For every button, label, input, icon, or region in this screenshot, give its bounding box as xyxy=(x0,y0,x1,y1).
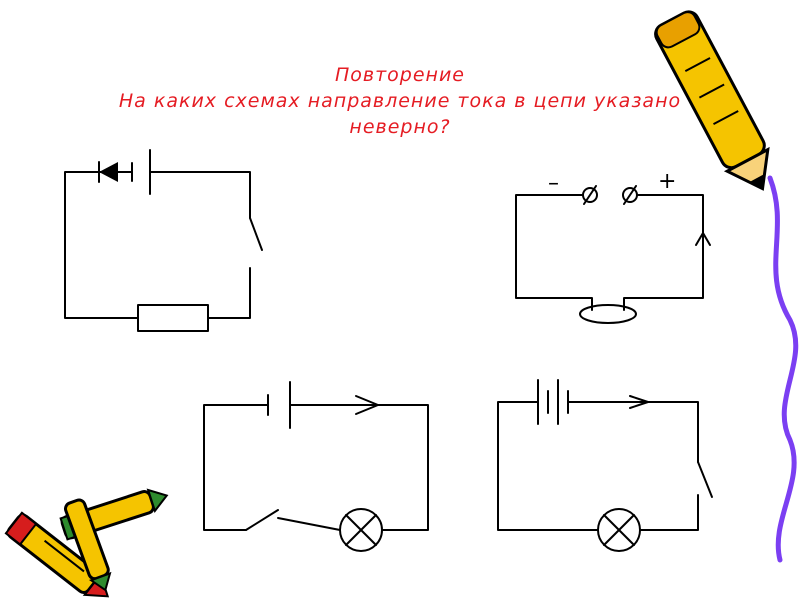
wire xyxy=(515,194,593,311)
wire xyxy=(576,401,699,463)
question-line-1: На каких схемах направление тока в цепи … xyxy=(118,90,682,112)
wire xyxy=(207,267,251,319)
circuit-terminals-coil: – + xyxy=(515,169,711,324)
terminal-minus-label: – xyxy=(548,171,559,196)
wire xyxy=(203,404,269,531)
coil xyxy=(579,304,637,324)
terminal-plus-label: + xyxy=(658,169,676,194)
wire xyxy=(623,194,704,311)
crayons-bottom-left-icon xyxy=(4,488,169,598)
diode-icon xyxy=(99,162,118,182)
pencil-top-right-icon xyxy=(654,10,770,191)
wire xyxy=(289,404,429,531)
wire xyxy=(277,517,341,531)
lamp-icon xyxy=(339,508,383,552)
current-arrow-icon xyxy=(695,232,711,246)
terminal-minus-slash xyxy=(583,185,597,205)
wire xyxy=(497,401,598,531)
resistor xyxy=(137,304,209,332)
title-block: Повторение На каких схемах направление т… xyxy=(40,62,760,140)
wire xyxy=(159,171,251,219)
switch-blade xyxy=(249,217,263,251)
lamp-icon xyxy=(597,508,641,552)
lamp-cross xyxy=(603,514,635,546)
circuit-cell-switch-lamp xyxy=(203,381,429,552)
switch-blade xyxy=(245,509,279,531)
circuit-battery-switch-lamp xyxy=(497,379,713,552)
lamp-cross xyxy=(345,514,377,546)
current-arrow-icon xyxy=(629,395,649,409)
purple-wavy-line xyxy=(767,175,799,563)
switch-blade xyxy=(697,461,713,498)
wire xyxy=(64,171,139,319)
question-line-2: неверно? xyxy=(349,116,451,138)
terminal-plus-slash xyxy=(623,185,637,205)
current-arrow-icon xyxy=(355,395,379,415)
circuit-diode-switch-resistor xyxy=(64,149,263,332)
wire xyxy=(640,494,699,531)
slide-title: Повторение xyxy=(334,64,465,86)
